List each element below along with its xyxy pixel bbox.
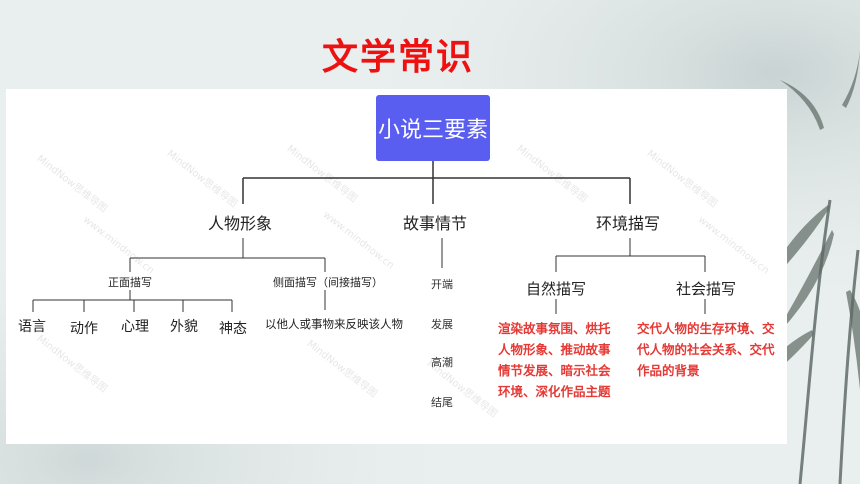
- leaf-action: 动作: [70, 321, 98, 337]
- plot-stage-climax: 高潮: [431, 356, 453, 369]
- node-environment: 环境描写: [593, 210, 664, 234]
- slide-title: 文学常识: [322, 37, 475, 78]
- social-description-text: 交代人物的生存环境、交 代人物的社会关系、交代 作品的背景: [637, 321, 775, 378]
- plot-stage-ending: 结尾: [431, 396, 453, 409]
- node-plot: 故事情节: [400, 210, 471, 234]
- indirect-description-text: 以他人或事物来反映该人物: [265, 317, 403, 331]
- plot-stage-opening: 开端: [431, 278, 453, 291]
- node-direct-description: 正面描写: [108, 276, 152, 289]
- leaf-expression: 神态: [219, 321, 247, 337]
- node-indirect-description: 侧面描写（间接描写）: [273, 276, 383, 289]
- leaf-language: 语言: [18, 319, 46, 335]
- node-social-description: 社会描写: [673, 278, 740, 299]
- node-natural-description: 自然描写: [523, 278, 590, 299]
- leaf-appearance: 外貌: [170, 319, 198, 335]
- root-node: 小说三要素: [376, 95, 490, 161]
- plot-stage-development: 发展: [431, 318, 453, 331]
- node-characters: 人物形象: [205, 210, 276, 234]
- leaf-psychology: 心理: [121, 319, 149, 335]
- natural-description-text: 渲染故事氛围、烘托 人物形象、推动故事 情节发展、暗示社会 环境、深化作品主题: [498, 321, 611, 399]
